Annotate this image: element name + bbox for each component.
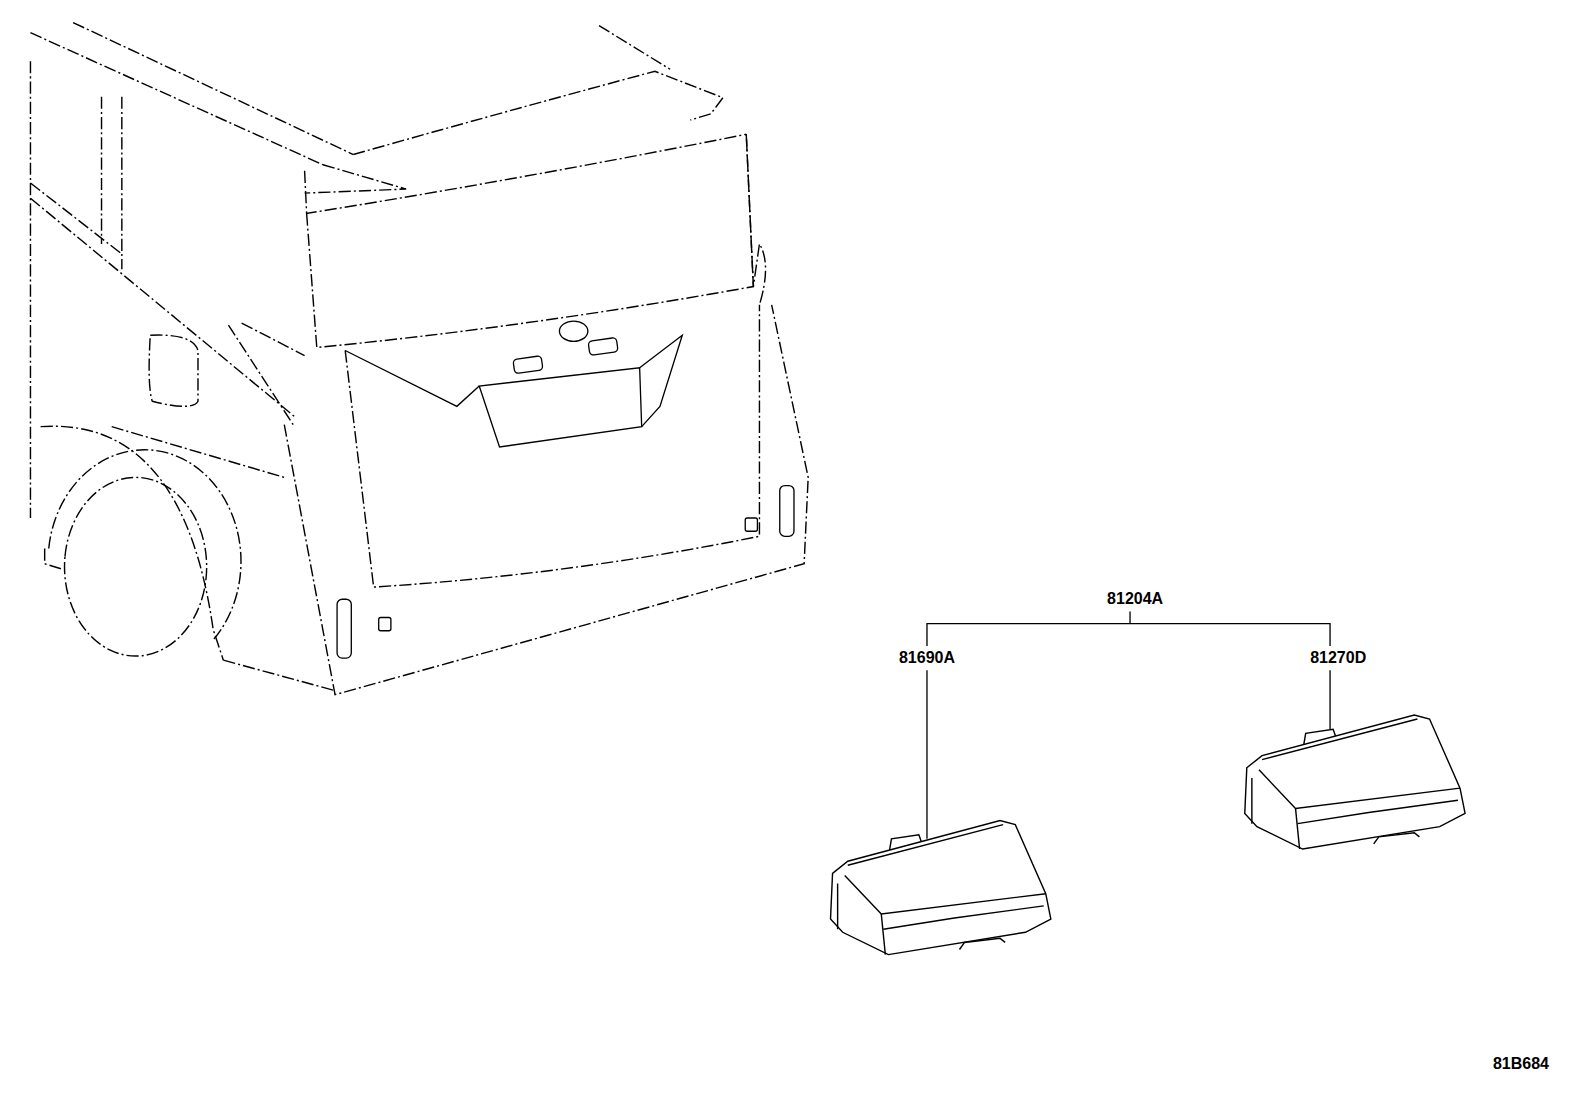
vehicle-detail [337,321,794,658]
part-number: 81690A [897,648,957,668]
diagram-code: 81B684 [1491,1055,1551,1075]
part-number: 81270D [1308,648,1368,668]
part-number: 81204A [1105,589,1165,609]
vehicle-outline [30,23,808,695]
license-lamp [1245,715,1465,849]
license-lamp [831,821,1051,955]
